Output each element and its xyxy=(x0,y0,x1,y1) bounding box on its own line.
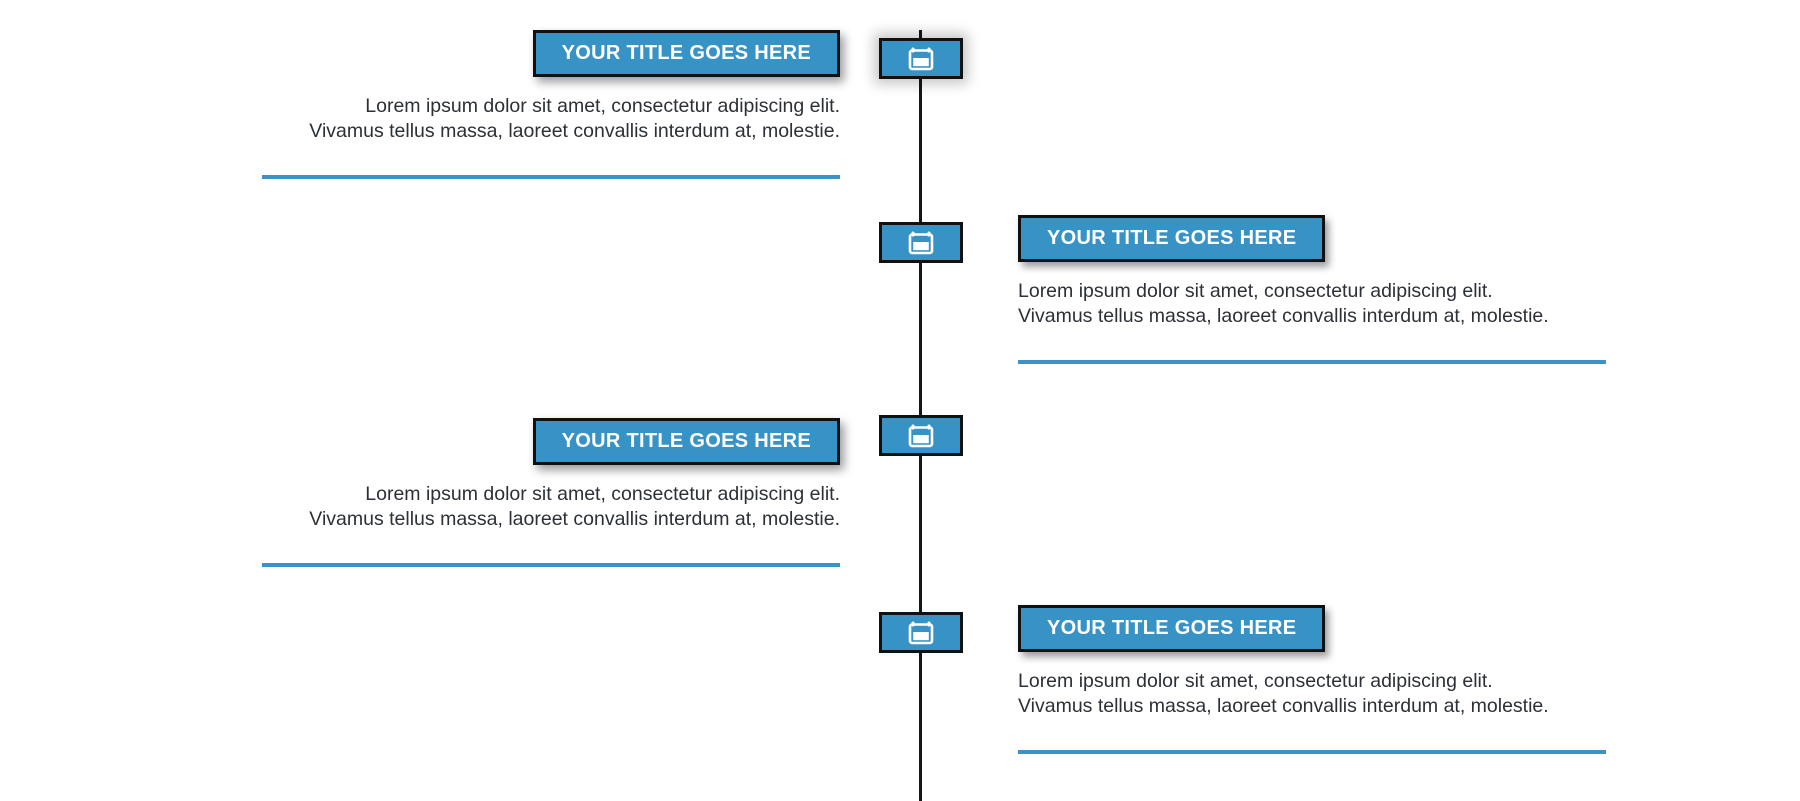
body-line-2: Vivamus tellus massa, laoreet convallis … xyxy=(1018,305,1549,328)
timeline-marker-1[interactable] xyxy=(879,38,963,79)
timeline-panel-3: YOUR TITLE GOES HERE Lorem ipsum dolor s… xyxy=(150,418,840,567)
timeline-divider-2 xyxy=(1018,359,1606,364)
calendar-icon xyxy=(908,423,934,449)
timeline-divider-3 xyxy=(262,562,840,567)
timeline-divider-4 xyxy=(1018,749,1606,754)
body-line-1: Lorem ipsum dolor sit amet, consectetur … xyxy=(1018,280,1493,302)
timeline-body-4: Lorem ipsum dolor sit amet, consectetur … xyxy=(1018,669,1708,720)
body-line-2: Vivamus tellus massa, laoreet convallis … xyxy=(309,508,840,531)
body-line-2: Vivamus tellus massa, laoreet convallis … xyxy=(309,120,840,143)
body-line-1: Lorem ipsum dolor sit amet, consectetur … xyxy=(1018,670,1493,692)
calendar-icon xyxy=(908,620,934,646)
timeline-panel-1: YOUR TITLE GOES HERE Lorem ipsum dolor s… xyxy=(150,30,840,179)
body-line-1: Lorem ipsum dolor sit amet, consectetur … xyxy=(365,483,840,505)
timeline-title-4[interactable]: YOUR TITLE GOES HERE xyxy=(1018,605,1326,652)
body-line-2: Vivamus tellus massa, laoreet convallis … xyxy=(1018,695,1549,718)
calendar-icon xyxy=(908,230,934,256)
timeline-body-3: Lorem ipsum dolor sit amet, consectetur … xyxy=(150,482,840,533)
timeline-panel-2: YOUR TITLE GOES HERE Lorem ipsum dolor s… xyxy=(1018,215,1708,364)
timeline-title-3[interactable]: YOUR TITLE GOES HERE xyxy=(532,418,840,465)
timeline-marker-2[interactable] xyxy=(879,222,963,263)
timeline-marker-4[interactable] xyxy=(879,612,963,653)
timeline-marker-3[interactable] xyxy=(879,415,963,456)
body-line-1: Lorem ipsum dolor sit amet, consectetur … xyxy=(365,95,840,117)
timeline-panel-4: YOUR TITLE GOES HERE Lorem ipsum dolor s… xyxy=(1018,605,1708,754)
timeline-divider-1 xyxy=(262,174,840,179)
timeline-title-2[interactable]: YOUR TITLE GOES HERE xyxy=(1018,215,1326,262)
timeline-body-1: Lorem ipsum dolor sit amet, consectetur … xyxy=(150,94,840,145)
timeline-title-1[interactable]: YOUR TITLE GOES HERE xyxy=(532,30,840,77)
timeline-body-2: Lorem ipsum dolor sit amet, consectetur … xyxy=(1018,279,1708,330)
calendar-icon xyxy=(908,46,934,72)
